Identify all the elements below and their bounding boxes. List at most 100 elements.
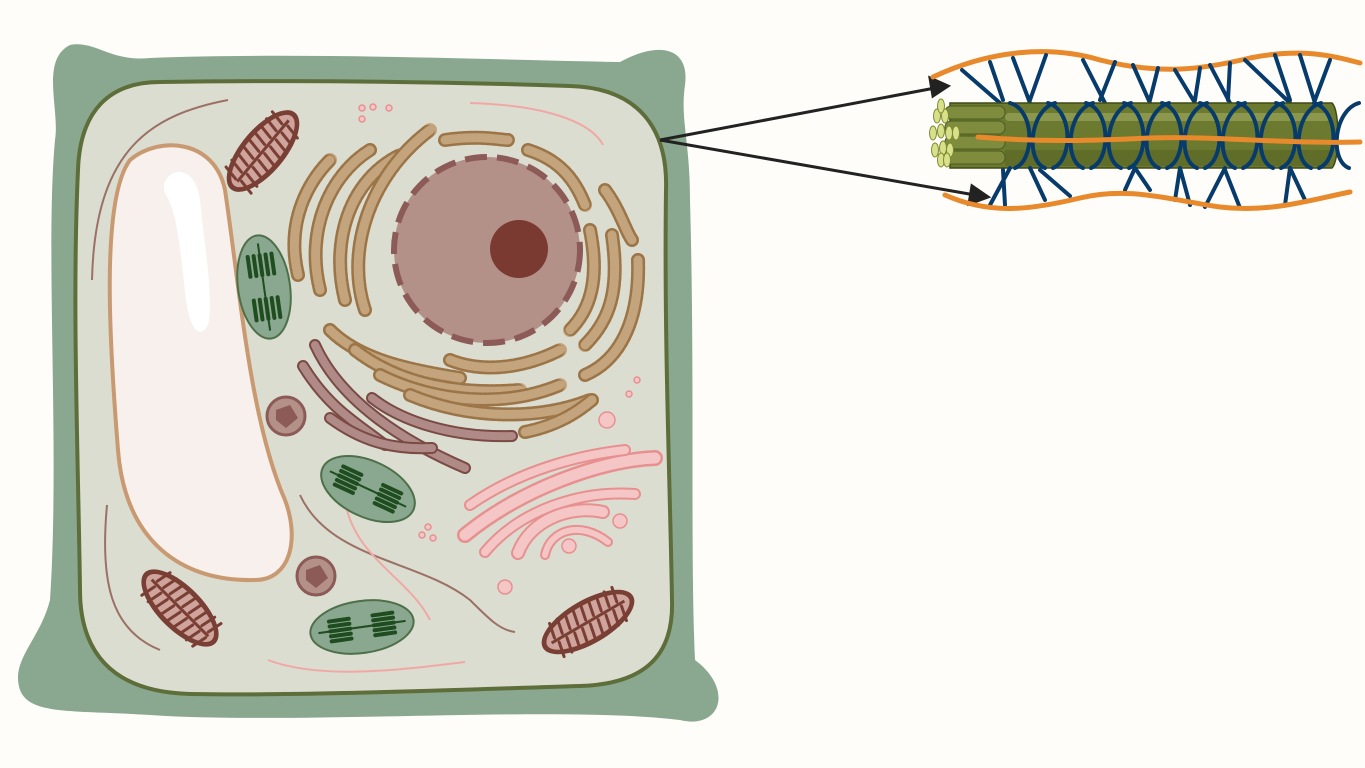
crista xyxy=(241,144,255,160)
crista xyxy=(565,636,574,654)
crista xyxy=(612,609,621,627)
crista xyxy=(257,159,270,175)
cross-link-glycan xyxy=(1243,58,1292,105)
crista xyxy=(224,165,238,181)
thylakoid-stack xyxy=(327,621,352,629)
crista xyxy=(280,131,294,147)
crista xyxy=(263,152,276,168)
thylakoid-stack xyxy=(371,615,395,623)
rough-er-lumen xyxy=(289,155,335,280)
crista xyxy=(245,172,259,188)
smooth-er-tubule xyxy=(326,414,436,453)
golgi-cisterna xyxy=(466,446,629,509)
cross-link-glycan xyxy=(988,166,1012,207)
rough-er-lumen xyxy=(580,230,620,350)
mitochondrion xyxy=(541,585,635,659)
crista xyxy=(200,615,217,628)
stroma-lamella xyxy=(256,243,272,331)
crista xyxy=(187,602,204,615)
cross-link-glycan xyxy=(1203,166,1227,209)
crista xyxy=(548,621,556,640)
crista xyxy=(563,612,572,631)
thylakoid-stack xyxy=(269,296,277,320)
crista xyxy=(168,583,185,596)
cross-link-glycan xyxy=(1098,60,1117,102)
cross-link-glycan xyxy=(1148,66,1160,102)
thylakoid-stack xyxy=(251,298,259,323)
crista xyxy=(174,590,191,602)
crista xyxy=(268,145,282,161)
cross-link-glycan xyxy=(1038,168,1072,198)
cross-link-glycan xyxy=(1298,53,1317,105)
microfibril-end xyxy=(952,125,960,141)
thylakoid-stack xyxy=(263,252,271,277)
crista xyxy=(153,598,169,610)
crista xyxy=(191,636,207,648)
hemicellulose-wrap xyxy=(1334,101,1361,170)
cross-link-glycan xyxy=(1001,168,1007,207)
crista xyxy=(240,179,253,195)
crista xyxy=(588,622,597,641)
rough-er-lumen xyxy=(375,370,565,404)
hemicellulose-wrap xyxy=(1122,101,1146,170)
hemicellulose-wrap xyxy=(1258,101,1285,170)
crista xyxy=(140,585,157,597)
crista xyxy=(236,119,290,183)
rough-er-lumen xyxy=(311,145,375,295)
microfibril-end xyxy=(937,98,945,114)
golgi-apparatus xyxy=(457,444,663,560)
hemicellulose-wrap xyxy=(1030,101,1057,170)
nucleolus xyxy=(490,220,548,278)
crista xyxy=(610,585,619,604)
cytoplasm-strand xyxy=(267,659,466,673)
arrow-line xyxy=(659,138,976,197)
crista xyxy=(550,599,626,645)
crista xyxy=(557,640,566,659)
crista xyxy=(579,603,588,622)
cytoplasm-strand xyxy=(346,509,431,621)
crista xyxy=(620,604,628,623)
crista xyxy=(172,617,188,629)
cross-link-glycan xyxy=(988,60,1005,102)
thylakoid-stack xyxy=(326,616,351,624)
crista xyxy=(274,138,288,154)
crista xyxy=(604,613,613,632)
microfibril-end xyxy=(937,123,945,139)
crista xyxy=(259,124,272,140)
crista xyxy=(596,618,605,636)
rough-er-lumen xyxy=(440,133,513,145)
golgi-cisterna xyxy=(513,505,608,558)
chloroplast xyxy=(320,454,416,524)
crista xyxy=(571,608,580,626)
crista xyxy=(178,623,195,635)
vesicle xyxy=(424,523,432,531)
smooth-endoplasmic-reticulum xyxy=(297,339,518,474)
crista xyxy=(194,609,210,621)
thylakoid-stack xyxy=(372,501,395,514)
microfibril-end xyxy=(943,152,951,168)
mitochondrion xyxy=(140,569,223,648)
central-vacuole xyxy=(107,143,294,583)
hemicellulose-wrap xyxy=(1068,101,1095,170)
crista xyxy=(253,131,267,146)
arrow-head-icon xyxy=(928,75,952,99)
cross-link-glycan xyxy=(1223,168,1242,210)
rough-er-lumen xyxy=(405,390,595,419)
crista xyxy=(155,571,172,583)
cytoplasm-strand xyxy=(91,99,229,281)
cross-link-glycan xyxy=(1313,58,1332,102)
cytoplasm-strand xyxy=(299,494,516,633)
microfibril-end xyxy=(945,125,953,141)
cross-link-glycan xyxy=(1133,166,1152,192)
pectin-strand-middle xyxy=(975,134,1363,145)
smooth-er-tubule xyxy=(368,394,516,441)
cross-link-glycan xyxy=(1173,166,1182,202)
microfibril-strand xyxy=(944,150,1006,165)
crista xyxy=(265,117,278,133)
vesicle xyxy=(612,513,628,529)
thylakoid-stack xyxy=(269,251,277,276)
thylakoid-stack xyxy=(374,496,397,510)
arrow-head-icon xyxy=(967,183,992,207)
vesicle xyxy=(358,104,366,112)
cross-link-glycan xyxy=(1273,53,1292,102)
